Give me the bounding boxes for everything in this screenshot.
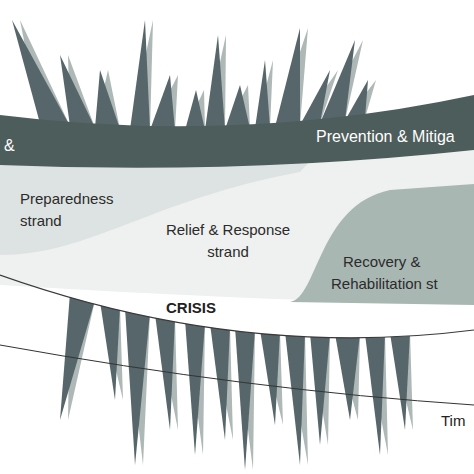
spike-shade — [100, 301, 123, 400]
spike — [210, 324, 230, 440]
spike — [150, 75, 175, 130]
spike — [320, 40, 355, 123]
spike-shade — [390, 332, 413, 430]
spike-shade — [185, 90, 205, 130]
axis-label: Tim — [441, 412, 465, 430]
spike — [285, 332, 305, 465]
time-axis — [0, 345, 474, 405]
recovery-region — [290, 184, 474, 305]
spike — [95, 70, 120, 129]
spike — [310, 333, 330, 445]
spike — [185, 320, 205, 455]
strand-label: Preparedness strand — [20, 188, 130, 232]
spike-shade — [365, 333, 388, 455]
recovery-strand: Recovery & Rehabilitation st — [331, 251, 473, 295]
spike — [185, 90, 205, 130]
spike — [205, 35, 225, 130]
relief-strand: Relief & Response strand — [162, 219, 294, 263]
spike — [260, 330, 280, 425]
strand-label: Recovery & Rehabilitation st — [331, 251, 473, 295]
spike-shade — [235, 327, 255, 470]
spike-shade — [125, 308, 150, 465]
spike-shade — [210, 324, 233, 440]
spike-shade — [95, 70, 120, 129]
preparedness-strand: Preparedness strand — [20, 188, 130, 232]
spike — [275, 28, 300, 127]
spike-shade — [205, 35, 226, 130]
spike — [335, 334, 360, 420]
spike-shade — [185, 320, 205, 455]
spike-shade — [275, 28, 308, 127]
spike-shade — [130, 20, 153, 130]
prevention-band — [0, 95, 474, 168]
spike — [225, 85, 250, 130]
prevention-band: & Prevention & Mitiga — [0, 100, 474, 170]
spike-shade — [285, 332, 308, 465]
spike — [255, 60, 270, 128]
spike-shade — [150, 75, 178, 130]
spike — [125, 308, 150, 465]
spike-shade — [260, 330, 283, 425]
band-label: & — [4, 136, 15, 155]
crisis-label: CRISIS — [166, 299, 216, 317]
spike — [60, 55, 95, 128]
band-label: Prevention & Mitiga — [316, 127, 455, 146]
spike — [100, 301, 120, 400]
spike — [130, 20, 150, 130]
spike-shade — [335, 334, 360, 420]
strand-label: Relief & Response strand — [162, 219, 294, 263]
spike — [235, 327, 255, 470]
crisis-spikes-top — [12, 20, 376, 130]
spike-shade — [255, 60, 273, 128]
spike — [365, 333, 385, 455]
spike — [12, 20, 70, 126]
spike — [390, 332, 410, 430]
spike-shade — [310, 333, 330, 445]
spike-shade — [225, 85, 250, 130]
